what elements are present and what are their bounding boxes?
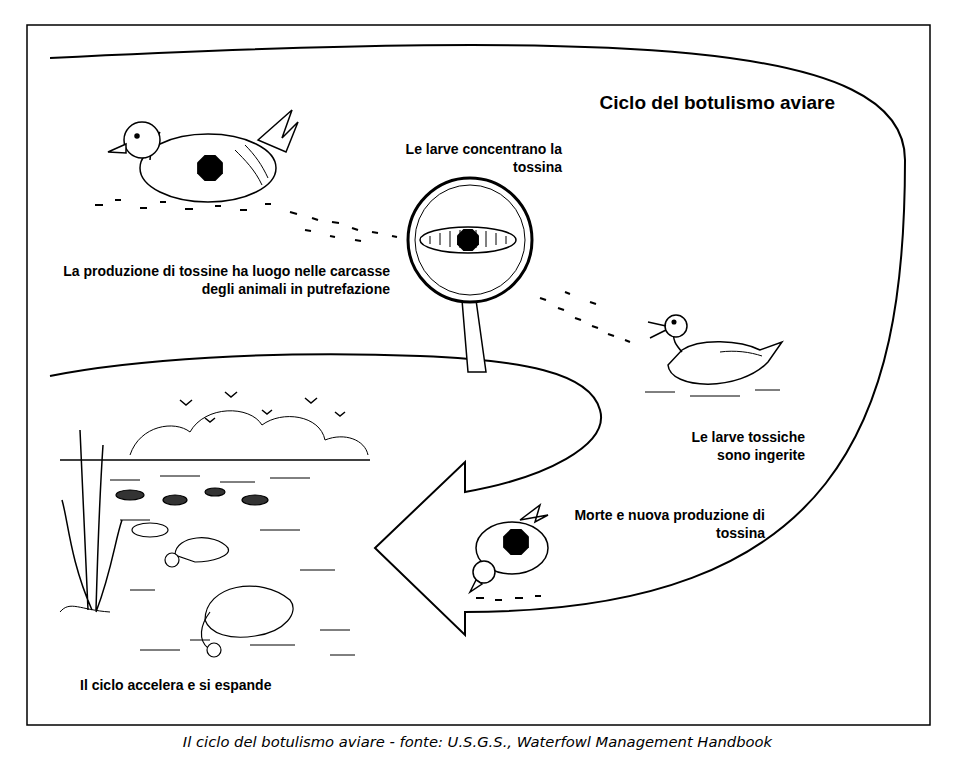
diagram-title: Ciclo del botulismo aviare	[535, 92, 835, 115]
feeding-duck	[645, 315, 782, 396]
step-label: La produzione di tossine ha luogo nelle …	[38, 262, 390, 298]
step-label: Morte e nuova produzione di tossina	[560, 506, 765, 542]
caption-slot: Il ciclo del botulismo aviare - fonte: U…	[0, 733, 955, 751]
title-slot: Ciclo del botulismo aviare	[535, 92, 835, 115]
toxin-symbol	[503, 529, 529, 555]
marsh-scene	[60, 392, 370, 655]
step-label: Il ciclo accelera e si espande	[80, 676, 400, 694]
dead-duck	[470, 505, 548, 600]
label-slot: Le larve tossiche sono ingerite	[655, 428, 805, 464]
toxin-symbol	[197, 155, 223, 181]
figure-caption: Il ciclo del botulismo aviare - fonte: U…	[0, 733, 955, 751]
frame	[27, 25, 930, 725]
cycle-arrow	[50, 45, 905, 635]
larvae-trail	[540, 292, 630, 342]
label-slot: Morte e nuova produzione di tossina	[560, 506, 765, 542]
label-slot: La produzione di tossine ha luogo nelle …	[38, 262, 390, 298]
larvae-trail	[290, 212, 397, 241]
label-slot: Il ciclo accelera e si espande	[80, 676, 400, 694]
label-slot: Le larve concentrano la tossina	[404, 140, 562, 176]
toxin-symbol	[457, 229, 479, 251]
magnifying-glass	[408, 178, 532, 372]
step-label: Le larve tossiche sono ingerite	[655, 428, 805, 464]
step-label: Le larve concentrano la tossina	[404, 140, 562, 176]
floating-carcasses	[116, 488, 295, 657]
carcass-duck	[95, 110, 298, 210]
